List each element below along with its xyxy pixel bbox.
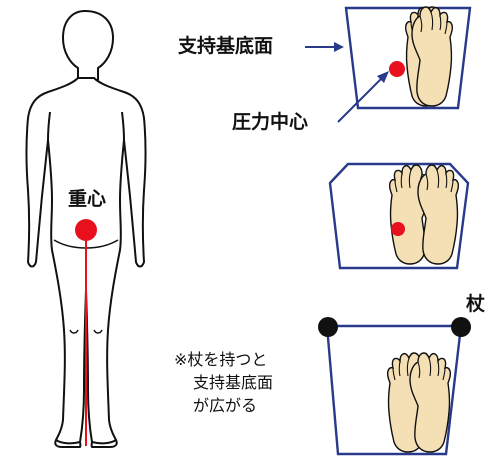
- center-of-gravity-label: 重心: [68, 190, 106, 209]
- right-foot-icon: [412, 7, 452, 106]
- center-of-pressure-dot: [389, 61, 405, 77]
- cane-note-line1: ※杖を持つと: [174, 350, 267, 370]
- center-of-pressure-dot: [391, 222, 405, 236]
- center-of-gravity-dot: [75, 219, 97, 241]
- feet-panel-top: [305, 7, 470, 122]
- feet-panel-bottom: [318, 317, 471, 454]
- right-foot-icon: [410, 353, 450, 452]
- right-foot-icon: [418, 165, 458, 264]
- cane-note-line2: 支持基底面: [193, 373, 273, 393]
- cane-right-icon: [451, 317, 471, 337]
- cane-label: 杖: [466, 295, 485, 314]
- figure-head: [63, 11, 113, 80]
- center-of-pressure-label: 圧力中心: [232, 113, 308, 132]
- base-of-support-label: 支持基底面: [178, 37, 273, 56]
- feet-panel-middle: [330, 164, 468, 268]
- cane-note-line3: が広がる: [193, 396, 257, 416]
- cane-left-icon: [318, 317, 338, 337]
